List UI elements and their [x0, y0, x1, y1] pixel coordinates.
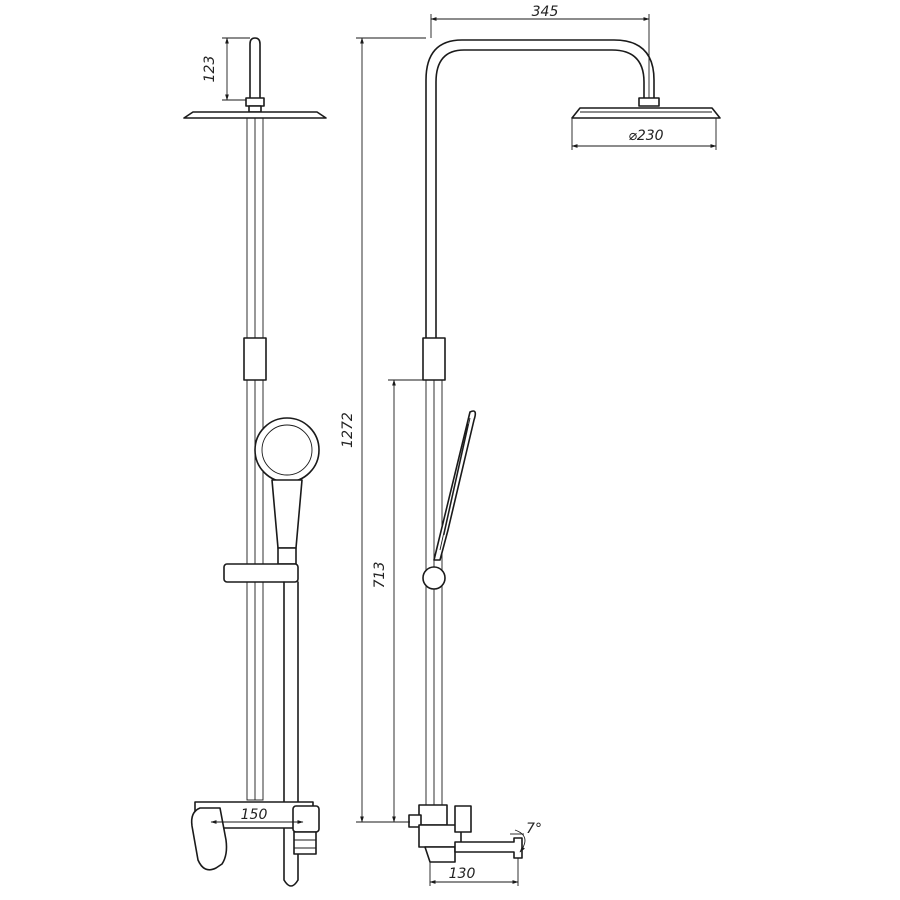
side-arm-pipe [425, 39, 655, 339]
dim-label-345: 345 [532, 4, 559, 20]
front-top-pipe [249, 37, 261, 99]
front-slider-bracket [223, 563, 299, 583]
front-shower-head [183, 111, 327, 119]
side-column-sleeve [422, 337, 446, 381]
dim-label-7deg: 7° [526, 821, 542, 837]
side-mixer-valve [408, 814, 422, 828]
side-spout [454, 837, 523, 859]
side-slider-knob [422, 566, 446, 590]
front-diverter-nut [293, 831, 317, 855]
front-column-sleeve [243, 337, 267, 381]
dim-total-height: 1272 [340, 37, 426, 823]
dim-slide-height: 713 [372, 379, 426, 823]
side-mixer-lever [454, 805, 472, 833]
dim-label-130: 130 [449, 866, 476, 882]
dim-label-123: 123 [202, 56, 218, 83]
dim-arm-reach: 345 [430, 4, 650, 98]
front-hand-shower-handle [271, 479, 303, 549]
front-hose [283, 581, 299, 887]
dim-spout-length: 130 [429, 858, 519, 886]
dim-label-230: ⌀230 [628, 128, 663, 144]
dim-mixer-width: 150 [210, 807, 304, 824]
dim-spout-angle: 7° [510, 821, 542, 853]
front-hand-shower-head [254, 417, 320, 483]
dim-head-diameter: ⌀230 [571, 118, 717, 150]
front-head-connector [245, 97, 265, 107]
side-mixer-eccentric [424, 846, 456, 863]
front-view [183, 37, 327, 887]
side-head-connector [638, 97, 660, 107]
front-diverter [292, 805, 320, 833]
side-view [408, 39, 721, 863]
front-mixer-lever [190, 807, 228, 871]
front-head-swivel [248, 105, 262, 113]
dim-label-713: 713 [372, 562, 388, 589]
side-shower-head [571, 107, 721, 119]
dim-head-pipe: 123 [202, 37, 250, 101]
side-mixer-top [418, 804, 448, 826]
dim-label-1272: 1272 [340, 412, 356, 448]
dim-label-150: 150 [241, 807, 268, 823]
front-handle-cone [277, 547, 297, 565]
